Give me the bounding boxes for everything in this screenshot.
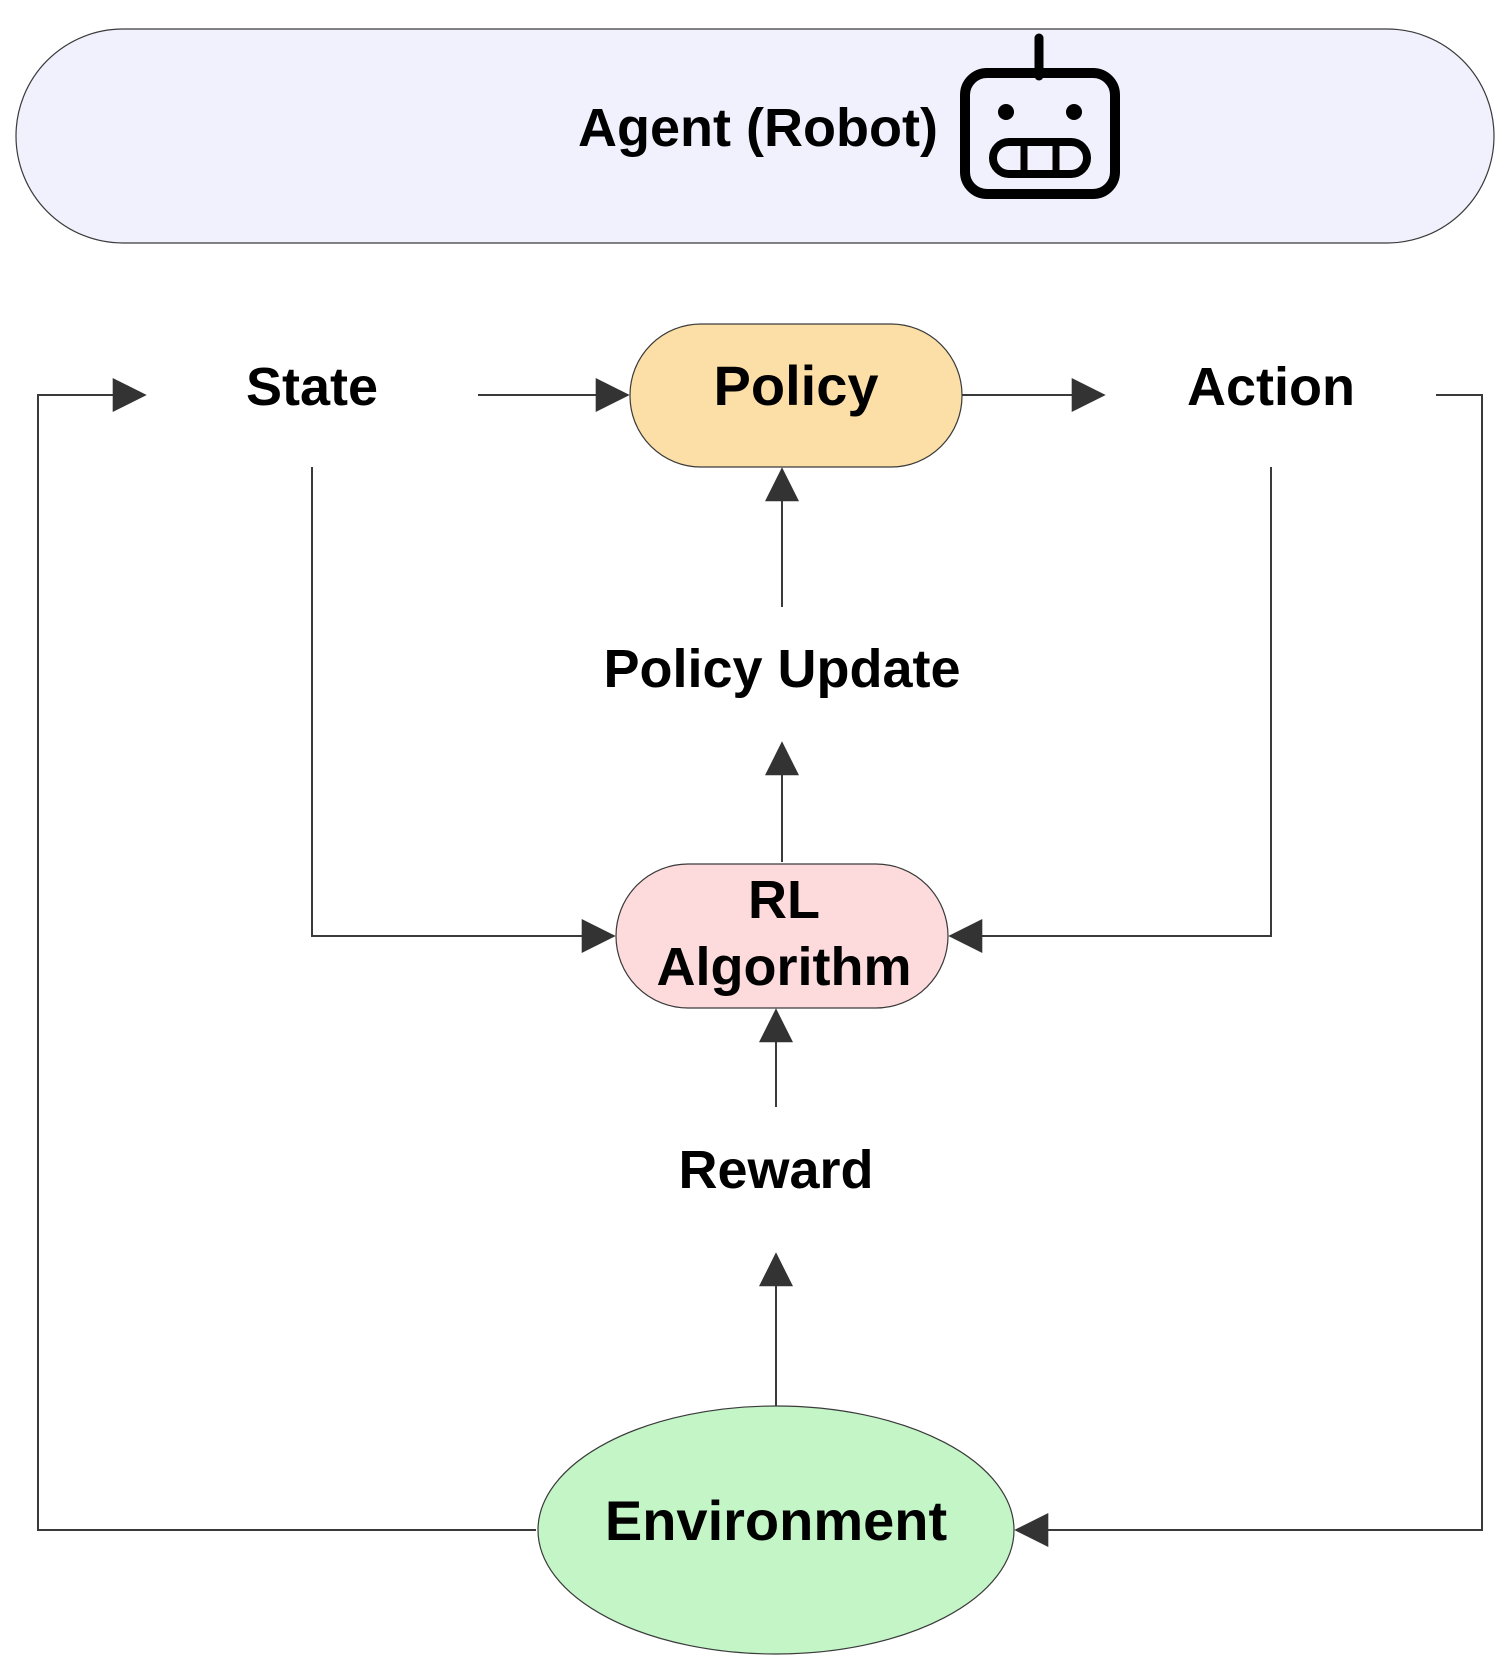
policy-update-label: Policy Update — [603, 639, 960, 699]
edge-state-to-rl-algorithm — [311, 467, 616, 953]
edge-action-to-rl-algorithm — [948, 467, 1272, 953]
rl-algorithm-label-line2: Algorithm — [657, 937, 912, 997]
environment-node: Environment — [537, 1405, 1015, 1655]
policy-label: Policy — [714, 354, 879, 417]
edge-action-to-environment — [1014, 394, 1483, 1547]
edge-environment-to-state — [37, 378, 536, 1531]
agent-banner-box — [15, 28, 1495, 244]
environment-ellipse — [537, 1405, 1015, 1655]
agent-banner: Agent (Robot) — [15, 28, 1495, 244]
rl-algorithm-node: RL Algorithm — [615, 863, 949, 1009]
policy-node: Policy — [629, 323, 963, 468]
state-label: State — [246, 357, 378, 417]
rl-algorithm-box — [615, 863, 949, 1009]
reward-label: Reward — [678, 1140, 873, 1200]
environment-label: Environment — [605, 1489, 947, 1552]
agent-title: Agent (Robot) — [578, 98, 938, 158]
policy-box — [629, 323, 963, 468]
rl-algorithm-label-line1: RL — [748, 870, 820, 930]
action-label: Action — [1187, 357, 1355, 417]
connectors — [37, 378, 1483, 1547]
robot-icon — [960, 33, 1120, 199]
